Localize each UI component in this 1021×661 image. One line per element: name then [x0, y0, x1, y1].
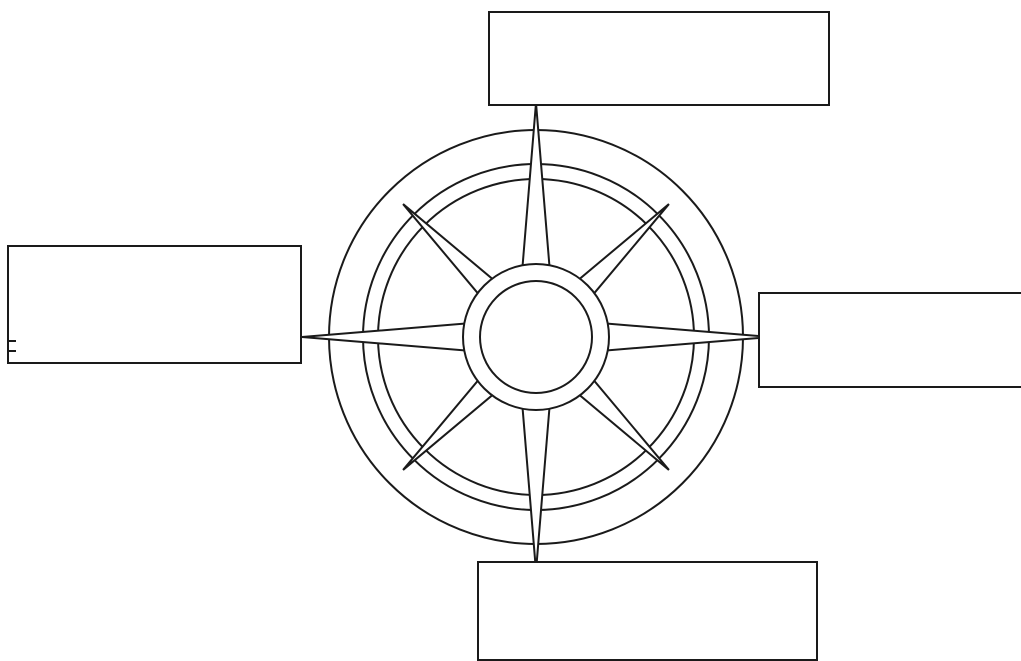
edge-tick-mark — [8, 340, 16, 342]
edge-tick-mark — [8, 350, 16, 352]
east-label-box[interactable] — [758, 292, 1021, 388]
hub-center — [480, 281, 592, 393]
south-label-box[interactable] — [477, 561, 818, 661]
north-label-box[interactable] — [488, 11, 830, 106]
west-label-box[interactable] — [7, 245, 302, 364]
